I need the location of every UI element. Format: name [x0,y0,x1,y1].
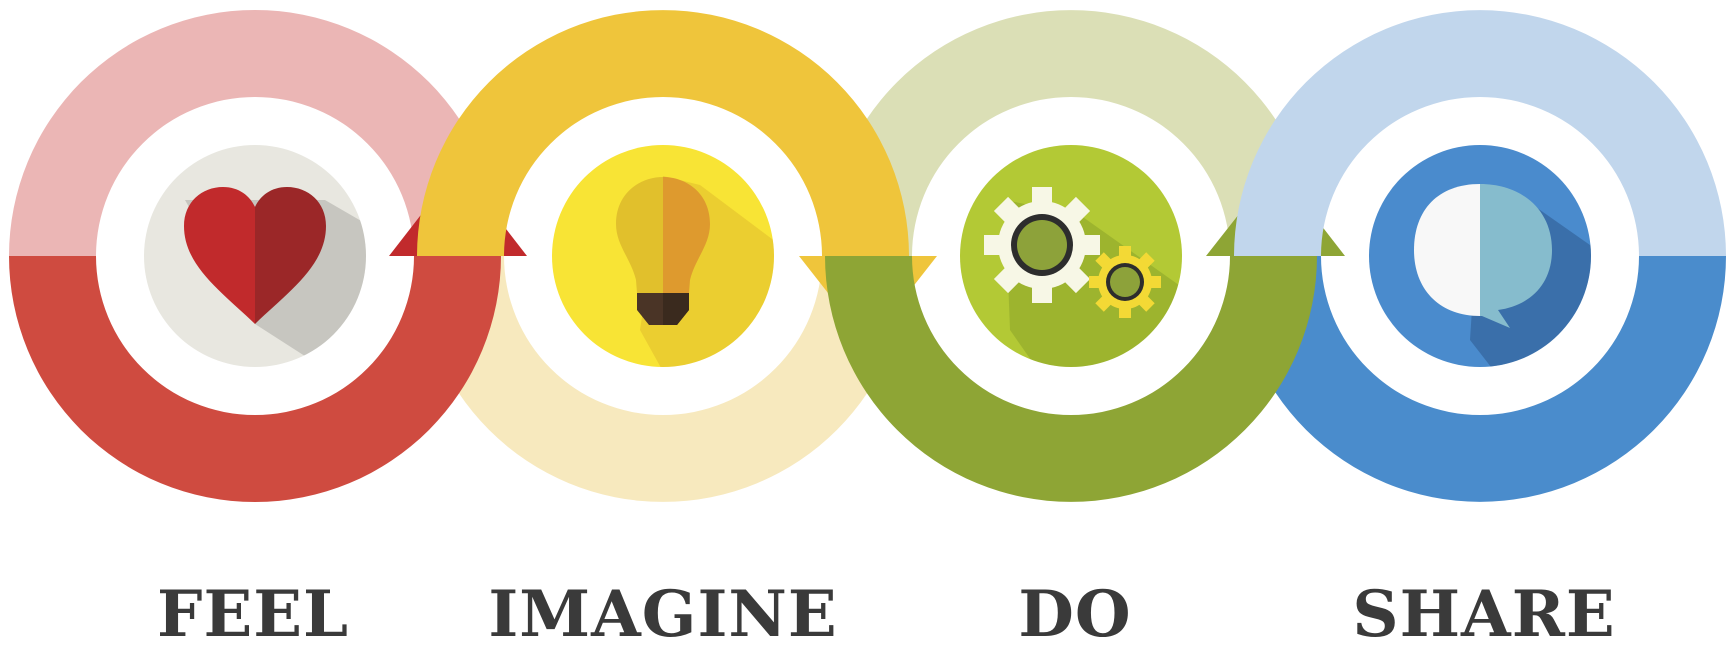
heart-icon [144,145,366,367]
share-ring-light [1234,256,1726,502]
imagine-arrow-arc [417,10,909,257]
share-arc-dark [1234,10,1726,256]
imagine-ring-light [417,256,909,502]
speech-bubble-icon [1369,145,1591,367]
gears-icon [960,145,1182,367]
lightbulb-icon [552,145,774,367]
do-arrow-arc [825,256,1317,502]
feel-ring-light [9,10,501,256]
do-ring-light [825,10,1317,257]
do-label: DO [1018,577,1132,652]
imagine-label: IMAGINE [488,577,838,652]
share-label: SHARE [1352,577,1616,652]
arrow-path [9,10,1726,502]
feel-arrow-arc [9,256,501,502]
feel-label: FEEL [157,577,349,652]
ring-backgrounds [9,10,1726,502]
